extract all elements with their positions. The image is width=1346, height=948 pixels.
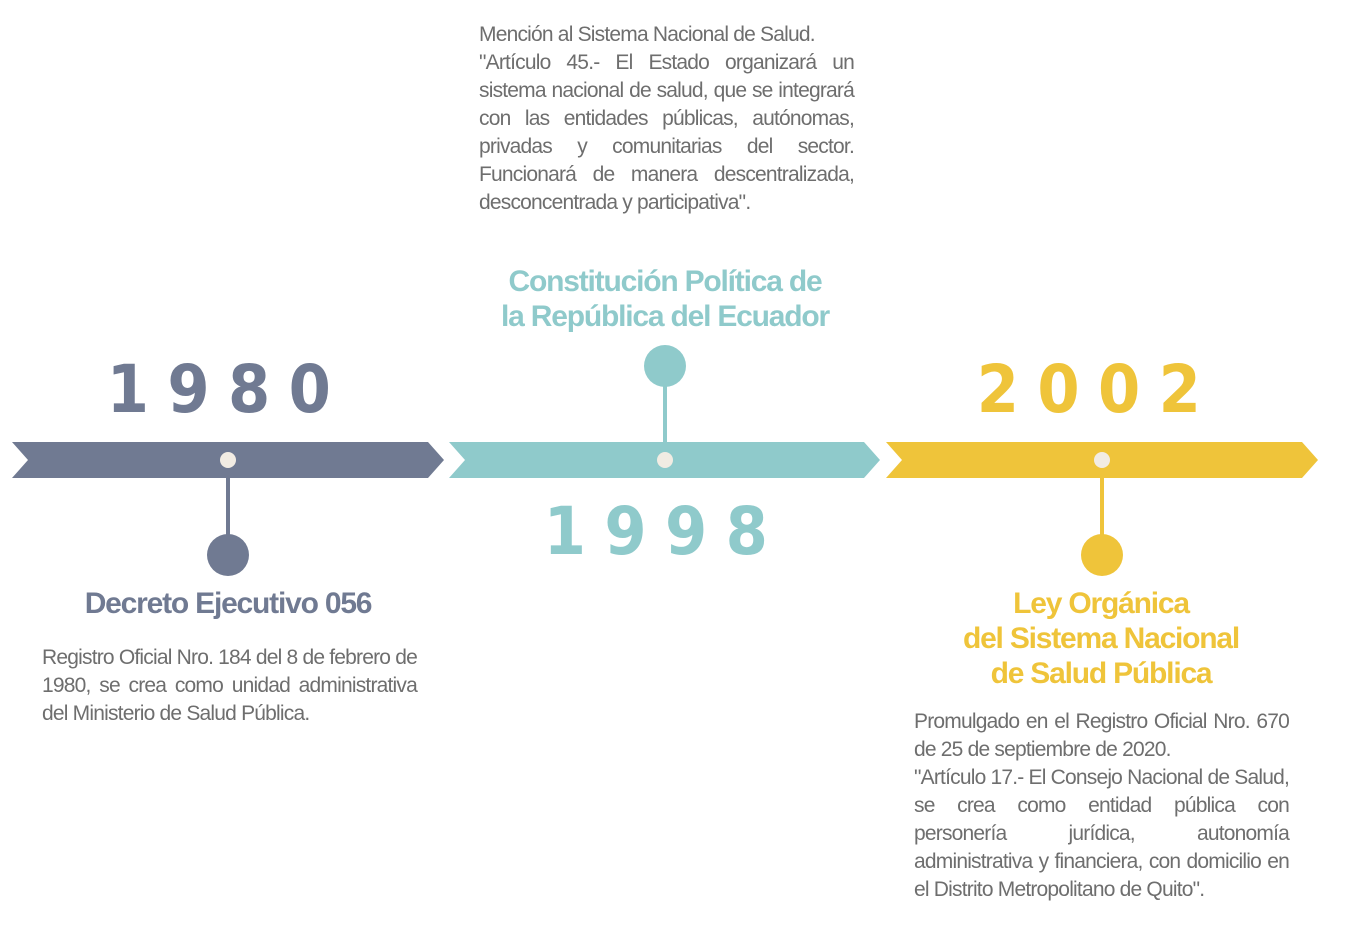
dot-2002: [1094, 452, 1110, 468]
marker-1980: [207, 534, 249, 576]
year-2002: 2002: [976, 351, 1220, 428]
dot-1980: [220, 452, 236, 468]
dot-1998: [657, 452, 673, 468]
year-1980: 1980: [106, 351, 350, 428]
event-description-2002: Promulgado en el Registro Oficial Nro. 6…: [914, 710, 1290, 901]
event-description-1998: Mención al Sistema Nacional de Salud. "A…: [479, 23, 855, 214]
event-title-1980: Decreto Ejecutivo 056: [84, 587, 373, 620]
marker-2002: [1081, 534, 1123, 576]
event-title-1998: Constitución Política de la República de…: [501, 265, 830, 333]
marker-1998: [644, 345, 686, 387]
event-title-2002: Ley Orgánica del Sistema Nacional de Sal…: [962, 587, 1240, 690]
event-description-1980: Registro Oficial Nro. 184 del 8 de febre…: [42, 646, 418, 725]
year-1998: 1998: [543, 493, 787, 570]
